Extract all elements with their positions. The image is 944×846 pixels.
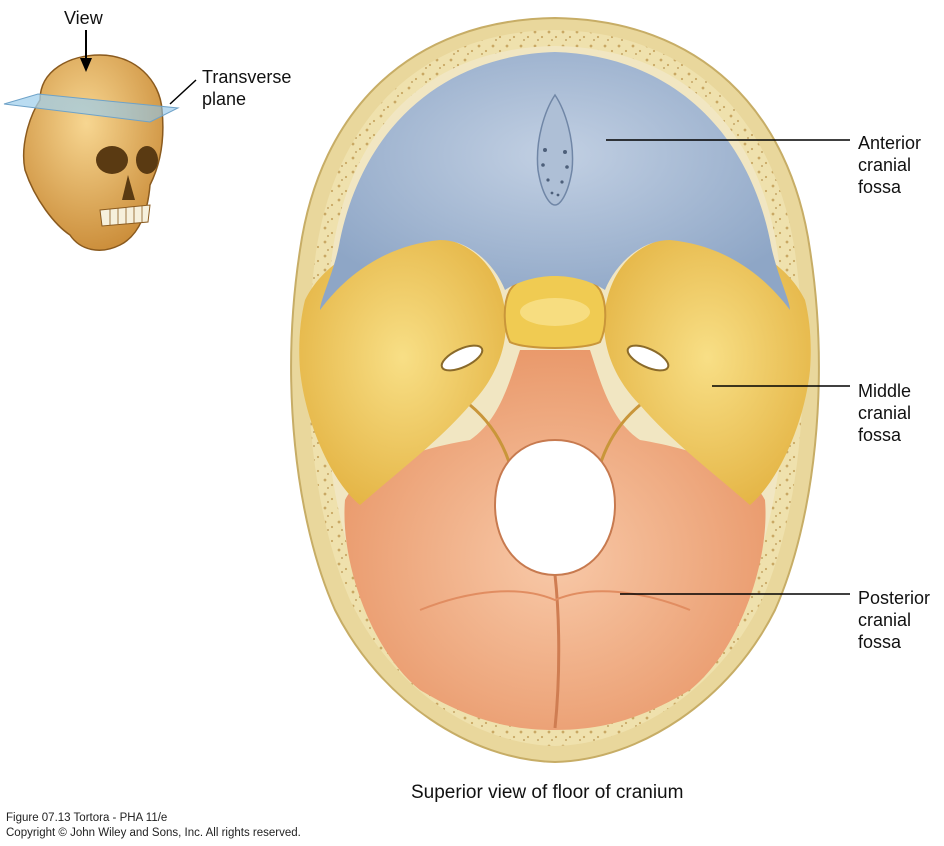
middle-cranial-fossa-left — [299, 236, 506, 505]
anterior-cranial-fossa-label: Anterior cranial fossa — [858, 132, 921, 198]
foramen-magnum — [493, 438, 617, 577]
copyright-notice: Copyright © John Wiley and Sons, Inc. Al… — [6, 827, 301, 839]
skull-orbit-left — [96, 146, 128, 174]
posterior-label-line-2: cranial — [858, 610, 912, 630]
inset-skull — [3, 30, 197, 251]
anterior-label-line-1: Anterior — [858, 133, 922, 153]
posterior-fossa-ridge — [553, 574, 561, 729]
posterior-fossa-contour — [419, 590, 691, 611]
posterior-cranial-fossa-label: Posterior cranial fossa — [858, 587, 930, 653]
skull-orbit-right — [136, 146, 158, 174]
figure-caption: Superior view of floor of cranium — [411, 782, 684, 803]
foramen-right — [626, 344, 670, 372]
anterior-label-line-3: fossa — [858, 177, 902, 197]
middle-label-line-1: Middle — [858, 381, 912, 401]
crista-galli — [536, 93, 574, 206]
plane-label-line-2: plane — [202, 89, 247, 109]
figure-number: Figure 07.13 Tortora - PHA 11/e — [6, 812, 168, 824]
plane-label-line-1: Transverse — [202, 67, 292, 87]
foramen-left — [440, 344, 484, 372]
skull-teeth-lines — [109, 206, 143, 225]
skull-nasal — [122, 175, 135, 200]
skull-teeth — [99, 204, 151, 227]
posterior-label-line-3: fossa — [858, 632, 902, 652]
anterior-label-line-2: cranial — [858, 155, 912, 175]
middle-cranial-fossa-label: Middle cranial fossa — [858, 380, 911, 446]
leader-lines — [606, 139, 850, 595]
transverse-plane-label: Transverse plane — [202, 66, 291, 110]
middle-label-line-3: fossa — [858, 425, 902, 445]
middle-cranial-fossa-right — [604, 236, 811, 505]
transverse-plane — [3, 93, 180, 123]
view-label: View — [64, 8, 103, 28]
middle-label-line-2: cranial — [858, 403, 912, 423]
cranium-floor — [290, 16, 820, 764]
hypophyseal-fossa — [520, 298, 590, 326]
posterior-label-line-1: Posterior — [858, 588, 931, 608]
view-arrow-head — [80, 58, 92, 72]
plane-leader — [169, 79, 197, 105]
cribriform-foramina — [541, 148, 569, 197]
